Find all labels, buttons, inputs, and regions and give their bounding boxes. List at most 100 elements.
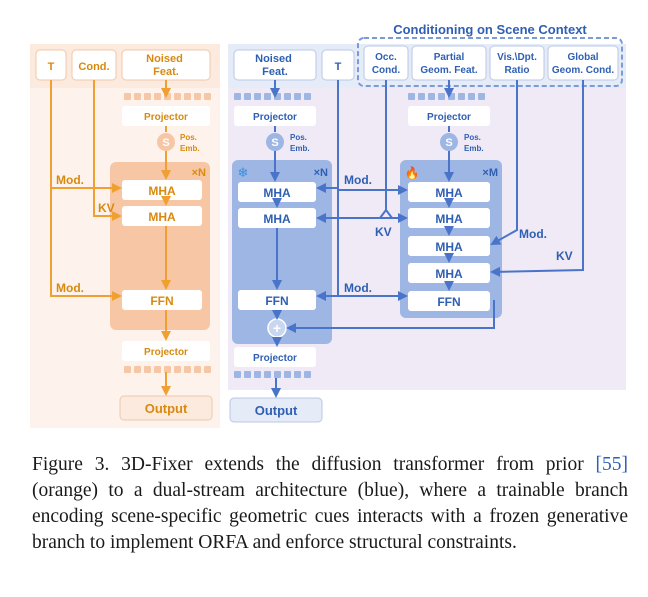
f-pos-l2: Emb.	[290, 144, 310, 153]
f-pos-l1: Pos.	[290, 133, 307, 142]
frozen-token-row-top	[234, 93, 311, 100]
ffn-label: FFN	[150, 294, 173, 308]
frozen-add: +	[267, 318, 287, 338]
repeat-label: ×N	[192, 167, 206, 179]
token	[284, 93, 291, 100]
svg-text:Pos.Emb.: Pos. Emb.	[464, 133, 484, 153]
frozen-ffn: FFN	[238, 290, 316, 310]
input-cond: Cond.	[71, 49, 117, 81]
mod-top-label: Mod.	[344, 173, 372, 187]
token	[264, 371, 271, 378]
input-cond-label: Cond.	[78, 61, 109, 73]
trainable-pos-emb: S Pos. Emb.	[440, 133, 484, 153]
t-mha3-label: MHA	[435, 267, 463, 281]
token	[154, 366, 161, 373]
f-add: +	[273, 320, 281, 336]
t-ffn-label: FFN	[437, 295, 460, 309]
token	[184, 93, 191, 100]
ctx-occ: Occ.Cond.	[363, 45, 409, 81]
token	[124, 366, 131, 373]
fire-icon: 🔥	[405, 166, 420, 180]
context-title: Conditioning on Scene Context	[393, 22, 587, 37]
mha-1: MHA	[122, 180, 202, 200]
trainable-mha-2: MHA	[408, 208, 490, 228]
token	[134, 93, 141, 100]
ctx2-l1: Vis.\Dpt.	[497, 52, 537, 63]
t-mha1-label: MHA	[435, 212, 463, 226]
token	[174, 366, 181, 373]
frozen-projector-out: Projector	[234, 347, 316, 367]
trainable-ffn: FFN	[408, 291, 490, 311]
mod-label-1: Mod.	[56, 173, 84, 187]
svg-text:Vis.\Dpt.Ratio: Vis.\Dpt. Ratio	[497, 52, 537, 76]
ctx0-l1: Occ.	[375, 52, 397, 63]
token	[144, 93, 151, 100]
mha-2-label: MHA	[148, 210, 176, 224]
token	[274, 371, 281, 378]
token	[234, 371, 241, 378]
output-label: Output	[145, 401, 188, 416]
token	[234, 93, 241, 100]
input-noised-feat: Noised Feat.	[121, 49, 211, 81]
architecture-diagram: T Cond. Noised Feat. Projector S Pos. Em…	[30, 22, 626, 428]
pos-emb-label: Pos. Emb.	[180, 133, 200, 153]
input-t: T	[35, 49, 67, 81]
token	[154, 93, 161, 100]
trainable-token-row-top	[408, 93, 485, 100]
frozen-input-noised: Noised Feat.	[233, 49, 317, 81]
t-sum: S	[445, 137, 452, 149]
token	[244, 93, 251, 100]
caption-text-a: Figure 3. 3D-Fixer extends the diffusion…	[32, 454, 596, 475]
ctx3-l1: Global	[567, 52, 598, 63]
f-noised-l1: Noised	[255, 53, 292, 65]
token-row-top	[124, 93, 211, 100]
t-pos-l1: Pos.	[464, 133, 481, 142]
token	[264, 93, 271, 100]
noised-line1: Noised	[146, 53, 183, 65]
svg-text:Occ.Cond.: Occ.Cond.	[372, 52, 401, 76]
token	[124, 93, 131, 100]
f-proj-out-label: Projector	[253, 353, 297, 364]
token	[428, 93, 435, 100]
frozen-token-row-bottom	[234, 371, 311, 378]
sum-symbol: S	[162, 137, 169, 149]
f-mha1-label: MHA	[263, 186, 291, 200]
ctx1-l1: Partial	[434, 52, 465, 63]
t-mha0-label: MHA	[435, 186, 463, 200]
t-pos-l2: Emb.	[464, 144, 484, 153]
trainable-mha-1: MHA	[408, 182, 490, 202]
token	[164, 366, 171, 373]
token	[458, 93, 465, 100]
transformer-block	[110, 162, 210, 330]
token	[418, 93, 425, 100]
projector-in-label: Projector	[144, 112, 188, 123]
kv-mid-label: KV	[375, 225, 392, 239]
f-mha2-label: MHA	[263, 212, 291, 226]
trainable-mha-4: MHA	[408, 263, 490, 283]
frozen-input-t: T	[321, 49, 355, 81]
t-proj-in-label: Projector	[427, 112, 471, 123]
f-sum: S	[271, 137, 278, 149]
token	[478, 93, 485, 100]
token	[244, 371, 251, 378]
noised-line2: Feat.	[153, 66, 179, 78]
token	[294, 93, 301, 100]
pos-emb-l2: Emb.	[180, 144, 200, 153]
ctx2-l2: Ratio	[505, 65, 530, 76]
context-box	[357, 37, 623, 87]
token	[408, 93, 415, 100]
kv-label: KV	[98, 201, 115, 215]
token	[438, 93, 445, 100]
ctx-vis: Vis.\Dpt. Ratio	[489, 45, 545, 81]
token	[254, 93, 261, 100]
f-output-label: Output	[255, 403, 298, 418]
f-t-label: T	[335, 61, 342, 73]
caption-ref-link[interactable]: [55]	[595, 454, 629, 475]
input-noised-feat-label: Noised Feat.	[146, 53, 186, 78]
svg-text:Noised Feat.: Noised Feat.	[255, 53, 295, 78]
pos-emb-sum: S Pos. Emb.	[157, 133, 200, 153]
token	[304, 371, 311, 378]
mod-label-2: Mod.	[56, 281, 84, 295]
